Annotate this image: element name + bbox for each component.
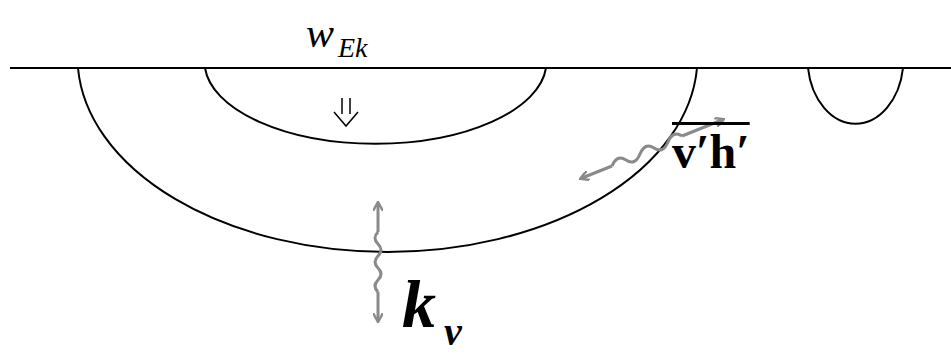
ekman-pumping-arrow [334,98,358,126]
subscript: Ek [338,34,368,62]
eddy-flux-wave [612,134,682,166]
inner-isopycnal [205,68,546,144]
sea-surface [10,67,951,69]
eddy-flux-symbol: v′h′ [672,124,750,176]
small-isopycnal [808,68,903,124]
eddy-arrow-left [582,166,612,178]
outer-isopycnal [78,68,697,252]
diffusivity-symbol: k [402,270,436,338]
diffusion-arrow-down [377,292,380,320]
diffusion-arrow-up [377,204,380,232]
subscript: v [444,312,462,352]
vertical-diffusion-wave [375,232,381,292]
velocity-symbol: w [306,12,334,54]
